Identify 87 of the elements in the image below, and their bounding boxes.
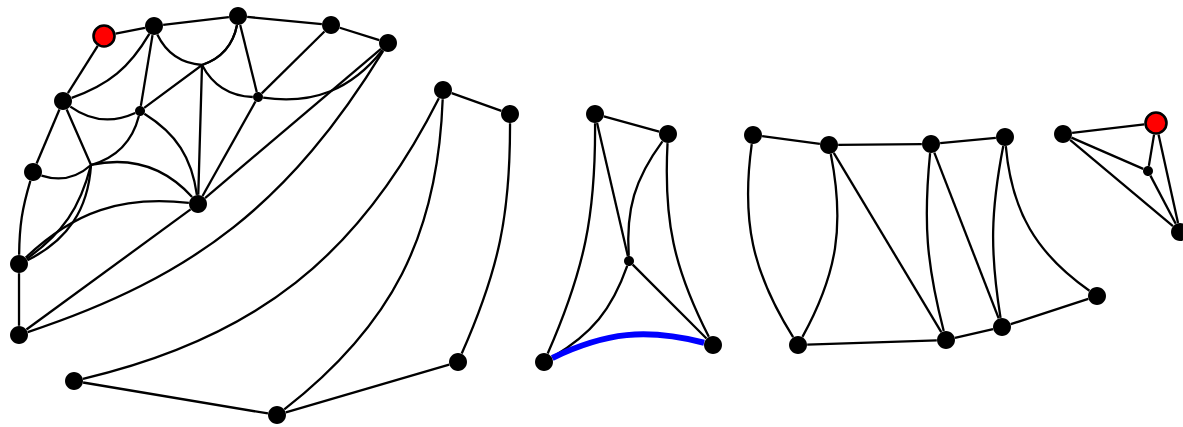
graph-edge [201,100,257,197]
vertex-dot [789,336,807,354]
graph-edge [71,33,151,99]
graph-edge [603,115,660,133]
vertex-dot [1088,287,1106,305]
graph-edge [247,15,322,26]
graph-edge [283,99,444,411]
vertex-dot [449,353,467,371]
vertex-dot [322,16,340,34]
graph-edge [631,263,708,340]
graph-edge [263,49,384,101]
graph-edge [1147,134,1156,167]
graph-edge [143,112,199,196]
graph-edge [460,123,512,355]
vertex-dot [1054,125,1072,143]
vertex-dot [189,195,207,213]
vertex-dot [434,81,452,99]
graph-edge [24,200,189,259]
vertex-dot [535,353,553,371]
graph-edge [595,122,629,257]
graph-edge [25,115,140,260]
graph-edge [546,123,597,354]
graph-edge [1004,146,1091,292]
graph-edge [35,109,61,164]
graph-edge [17,273,21,326]
graph-edge [82,97,440,380]
graph-edge [954,327,994,340]
graph-edge [838,142,922,147]
vertex-dot [10,326,28,344]
vertex-dot [54,92,72,110]
graph-edge [239,24,258,93]
graph-edge [260,30,326,95]
graph-edge [1149,175,1177,225]
graph-edge [762,135,821,145]
vertex-dot [501,105,519,123]
graph-edge [197,24,239,195]
graph-edge [451,92,502,112]
graph-edge [25,208,192,331]
graph-edge [940,136,996,145]
vertex-dot [996,128,1014,146]
graph-edge [1069,139,1174,227]
graph-edge [41,160,193,198]
vertex-dot [145,17,163,35]
vertex-dot [704,336,722,354]
vertex-dot [10,255,28,273]
marked-vertex [1144,111,1168,135]
graph-edge [1072,123,1145,135]
graph-edge [1010,297,1089,326]
vertex-dot [586,105,604,123]
vertex-dot [379,34,397,52]
graph-edge [933,152,1000,319]
vertex-dot [65,372,83,390]
graph-edge [992,145,1005,319]
graph-edge [26,108,93,262]
graph-edge [66,45,99,94]
graph-edge [551,265,629,359]
graph-edge [807,339,937,346]
graph-edge [27,50,385,334]
graph-edge [69,105,136,121]
graph-edge [746,143,795,338]
graph-edge [163,15,229,27]
graph-edge [1071,136,1144,170]
graph-edge [665,143,710,338]
graph-edge [156,34,253,99]
vertex-dot [659,125,677,143]
vertex-dot [993,318,1011,336]
graph-edge [339,26,380,42]
graph-edge [17,180,32,255]
graph-edge [1157,134,1180,224]
graph-edge [204,48,382,199]
vertex-dot [922,135,940,153]
marked-vertex [92,24,116,48]
graph-edge [627,140,664,256]
graph-edge [115,26,146,35]
vertex-dot [820,136,838,154]
graph-edge [801,153,839,338]
highlighted-edge [551,331,705,361]
vertex-dot [268,406,286,424]
graph-edge [82,381,269,415]
graph-edge [925,153,945,332]
graph-edge [832,152,943,333]
graph-edge [139,34,154,107]
vertex-dot [24,163,42,181]
vertex-dot [744,126,762,144]
vertex-dot [937,331,955,349]
graph-edge [285,363,450,414]
vertex-dot [229,7,247,25]
